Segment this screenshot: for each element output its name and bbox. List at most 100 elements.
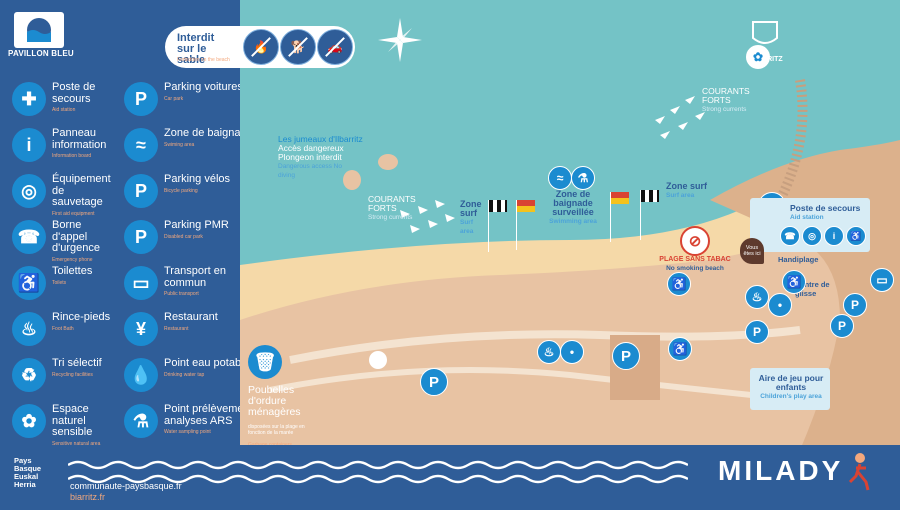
restaurant-icon: ¥ xyxy=(124,312,158,346)
legend-label: Espace naturel sensible xyxy=(52,403,93,438)
legend-label: Rince-pieds xyxy=(52,311,111,323)
disabled-car-park-icon: P xyxy=(124,220,158,254)
legend-label-en: Aid station xyxy=(52,107,76,113)
toilets-icon: ♿ xyxy=(667,272,691,296)
legend-label: Parking vélos xyxy=(164,173,231,185)
forbidden-title: Interdit sur le sable xyxy=(177,32,215,66)
shower-icon: ♨ xyxy=(745,285,769,309)
legend-label: Borne d'appel d'urgence xyxy=(52,219,100,254)
swim-flag xyxy=(611,192,629,204)
legend-label-en: Emergency phone xyxy=(52,256,93,263)
info-icon: i xyxy=(824,226,844,246)
legend-label: Tri sélectif xyxy=(52,357,102,369)
legend-label: Poste de secours xyxy=(52,81,96,105)
toilets-icon: ♿ xyxy=(668,337,692,361)
legend-label-en: Bicycle parking xyxy=(164,187,198,194)
no-smoking-icon: ⊘ xyxy=(680,226,710,256)
dog-icon: 🐕 xyxy=(280,29,316,65)
forbidden-subtitle: Forbidden on the beach xyxy=(177,57,230,63)
drinking-water-icon: 💧 xyxy=(124,358,158,392)
drinking-water-icon: • xyxy=(560,340,584,364)
toilets-icon: ♿ xyxy=(12,266,46,300)
legend-label-en: Drinking water tap xyxy=(164,371,205,378)
biarritz-crest-icon xyxy=(752,21,778,44)
blue-flag-icon xyxy=(27,18,51,42)
biarritz-site-link[interactable]: biarritz.fr xyxy=(70,492,106,502)
legend-label: Parking PMR xyxy=(164,219,229,231)
parking-icon[interactable]: P xyxy=(830,314,854,338)
twins-label: Les jumeaux d'Ilbarritz Accès dangereux … xyxy=(278,134,363,180)
foot-bath-icon: ♨ xyxy=(12,312,46,346)
foot-bath-icon: ♨ xyxy=(537,340,561,364)
first-aid-equipment-icon: ◎ xyxy=(802,226,822,246)
legend-label-en: Restaurant xyxy=(164,325,189,332)
legend-label-en: Water sampling point xyxy=(164,429,211,435)
legend-label-en: Public transport xyxy=(164,291,199,297)
wave-decoration xyxy=(68,474,688,484)
swim-flag xyxy=(517,200,535,212)
glisse-label: Centre de glisse xyxy=(795,280,830,298)
parking-icon[interactable]: P xyxy=(420,368,448,396)
legend-label-en: Disabled car park xyxy=(164,233,203,240)
legend-label: Parking voitures xyxy=(164,81,243,93)
surf-flag xyxy=(489,200,507,212)
parking-icon[interactable]: P xyxy=(612,342,640,370)
garbage-legend: 🗑 Poubelles d'ordure ménagères disposées… xyxy=(248,345,318,448)
legend-label: Transport en commun xyxy=(164,265,226,289)
legend-label-en: Swiming area xyxy=(164,141,195,148)
legend-item-disabled-car-park: P Parking PMR Disabled car park xyxy=(124,219,264,254)
emergency-phone-icon: ☎ xyxy=(780,226,800,246)
drinking-water-icon: • xyxy=(768,293,792,317)
legend-label: Restaurant xyxy=(164,311,218,323)
beach-name: MILADY xyxy=(718,455,844,486)
parking-icon[interactable]: P xyxy=(745,320,769,344)
car-icon: 🚗 xyxy=(317,29,353,65)
swimmer-icon: ≈ xyxy=(548,166,572,190)
community-site-link[interactable]: communaute-paysbasque.fr xyxy=(70,481,182,491)
parking-pmr-icon[interactable]: P xyxy=(843,293,867,317)
legend-label: Panneau information xyxy=(52,127,107,151)
recycling-icon: ♻ xyxy=(12,358,46,392)
car-park-icon: P xyxy=(124,82,158,116)
garbage-icon: 🗑 xyxy=(248,345,282,379)
water-sampling-icon: ⚗ xyxy=(571,166,595,190)
you-are-here-marker: Vous êtes ici xyxy=(740,238,764,264)
flagpole xyxy=(488,200,489,252)
first-aid-equipment-icon: ◎ xyxy=(12,174,46,208)
bicycle-parking-icon: P xyxy=(124,174,158,208)
water-sampling-icon: ⚗ xyxy=(124,404,158,438)
legend-label-en: Information board xyxy=(52,153,92,159)
pavillon-bleu-label: PAVILLON BLEU xyxy=(8,49,74,58)
legend-item-water-sampling: ⚗Point prélèvement analyses ARS Water sam… xyxy=(124,403,264,438)
legend-label-en: Recycling facilities xyxy=(52,371,93,378)
handiplage-label: Handiplage xyxy=(778,255,819,264)
legend-label-en: First aid equipment xyxy=(52,210,95,217)
bus-icon: ▭ xyxy=(870,268,894,292)
legend-label-en: Toilets xyxy=(52,279,67,286)
emergency-phone-icon: ☎ xyxy=(12,220,46,254)
legend-label: Point prélèvement analyses ARS xyxy=(164,403,253,427)
